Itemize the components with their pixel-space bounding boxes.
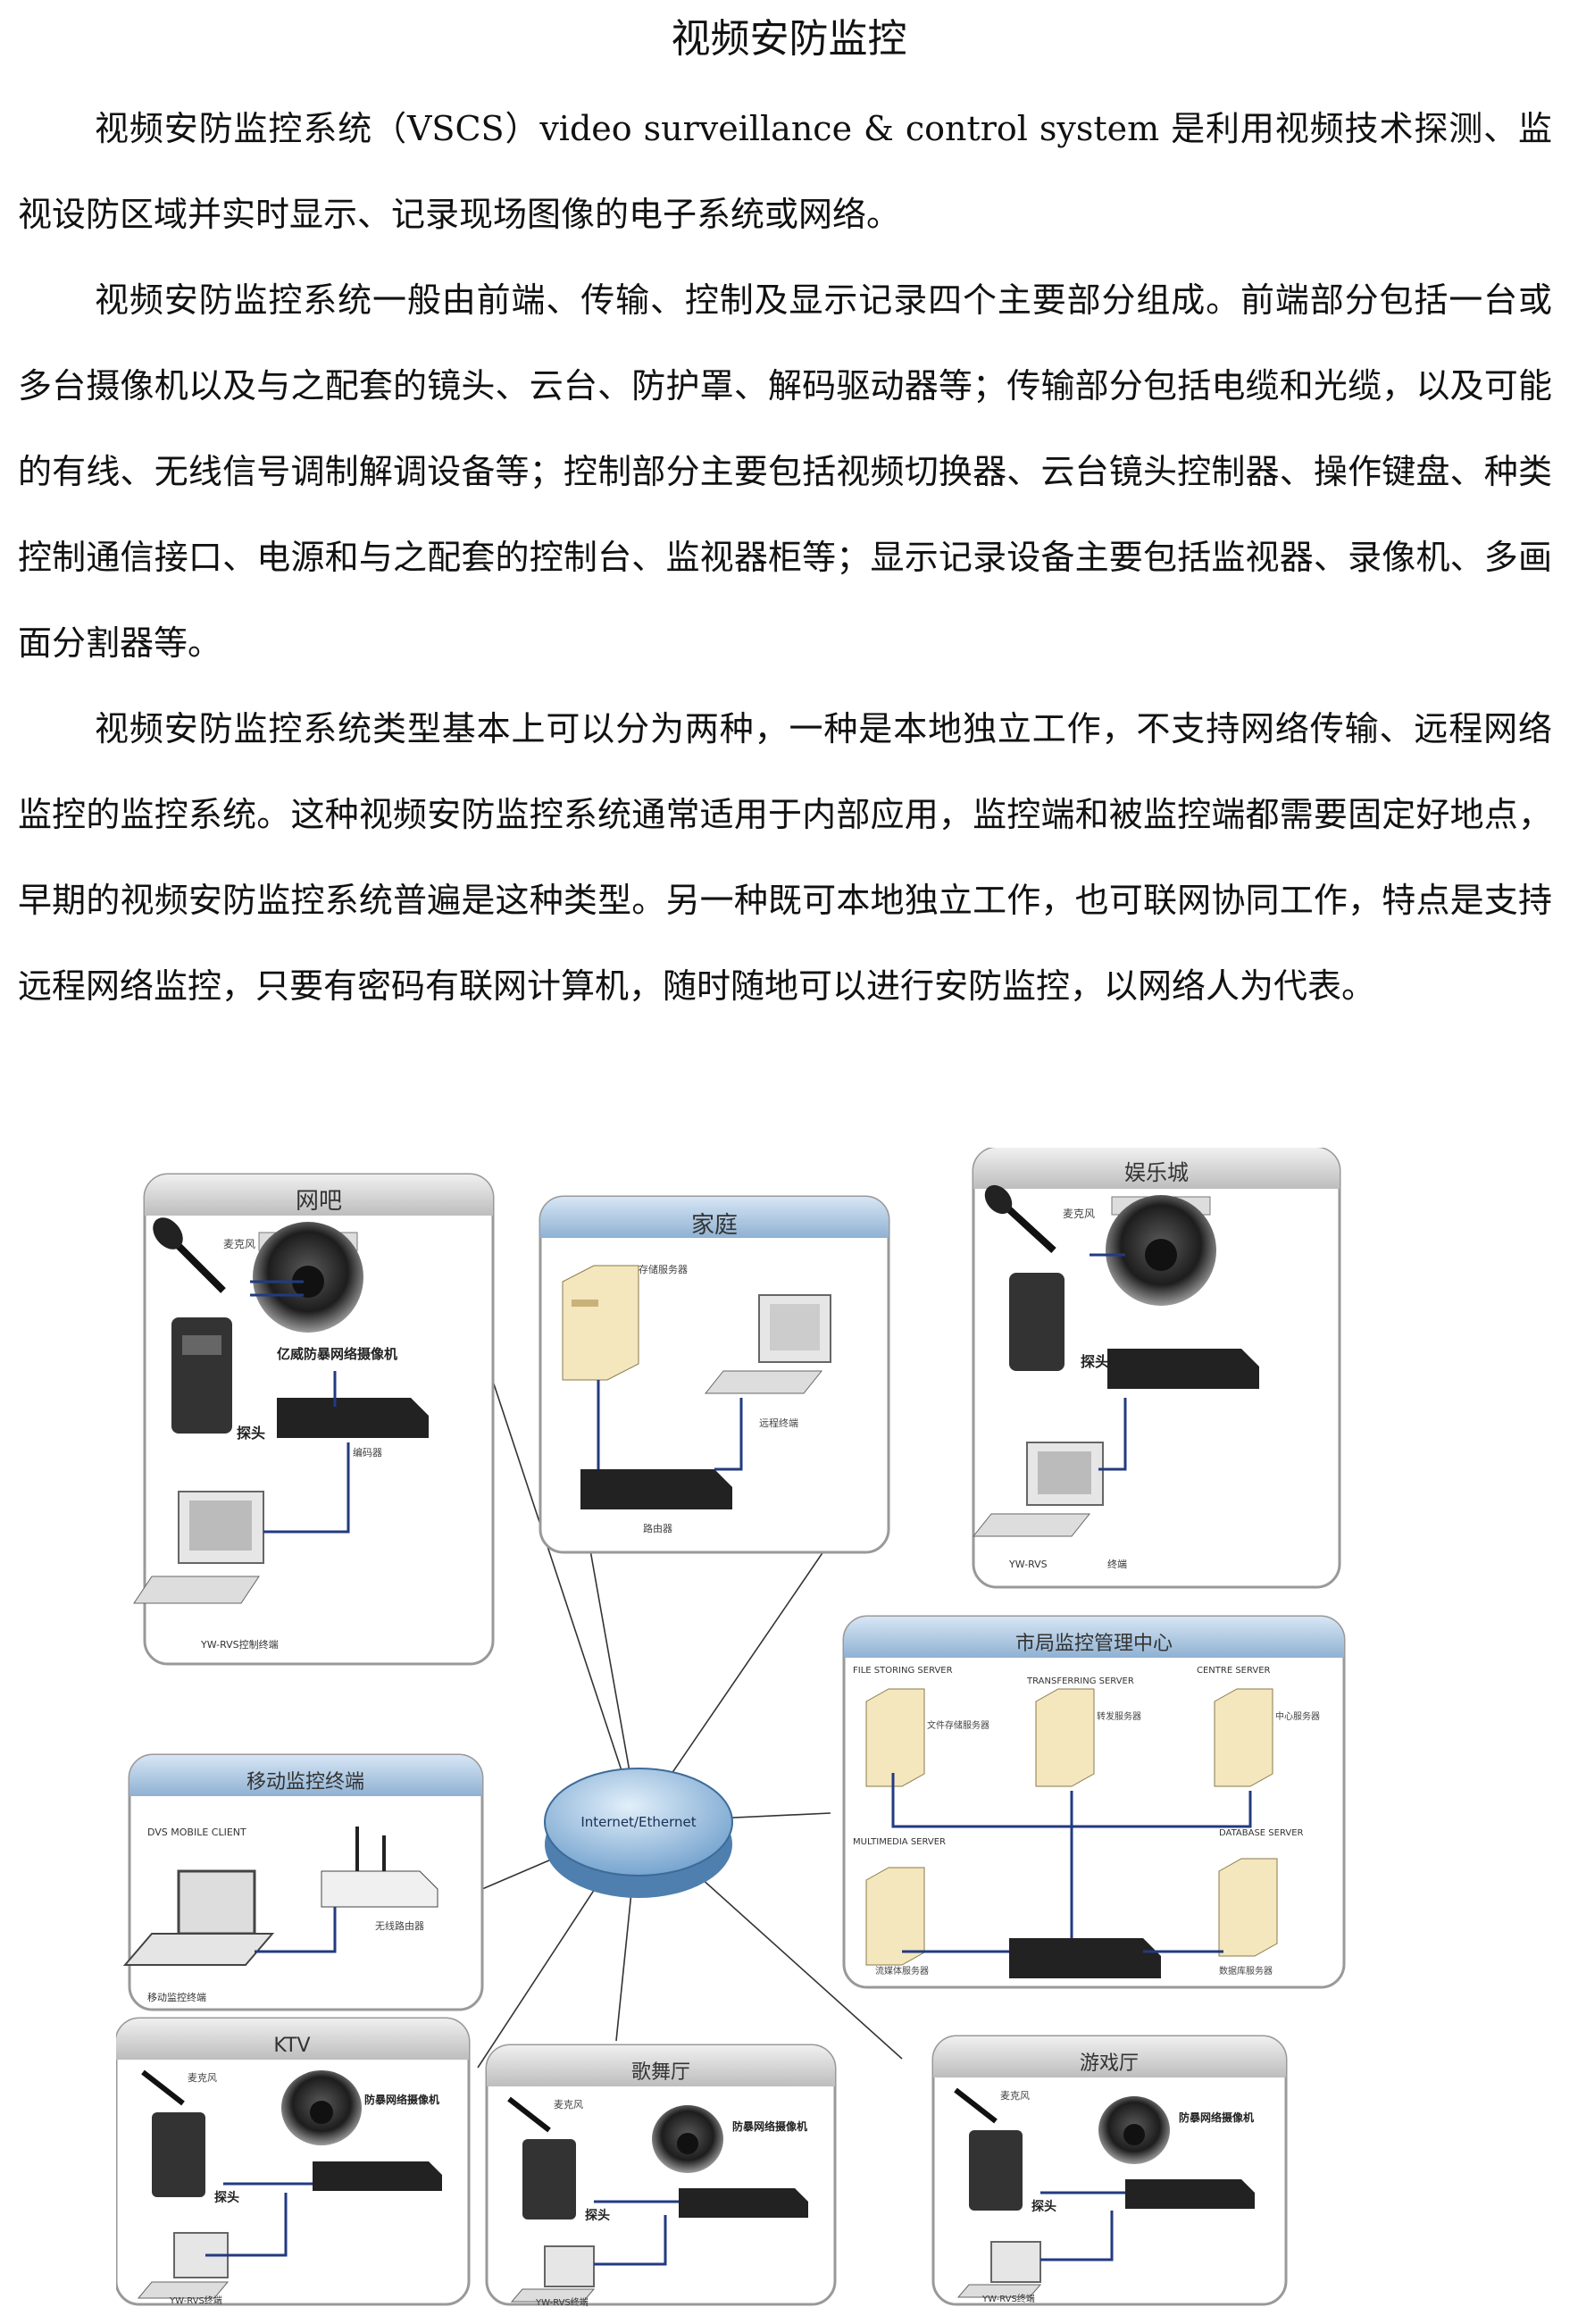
group-ktv: KTV 麦克风 防暴网络摄像机 探头 YW-RVS终端 — [116, 2017, 471, 2306]
computer-icon — [704, 1294, 831, 1394]
paragraph-definition: 视频安防监控系统（VSCS）video surveillance & contr… — [18, 109, 1552, 234]
center-centre-label: CENTRE SERVER — [1197, 1666, 1271, 1676]
center-mm-label: MULTIMEDIA SERVER — [853, 1837, 946, 1847]
netbar-title: 网吧 — [296, 1188, 342, 1215]
dome-camera-icon — [281, 2070, 362, 2145]
game-probe-label: 探头 — [1031, 2199, 1056, 2214]
mobile-client-label: DVS MOBILE CLIENT — [147, 1827, 246, 1838]
microphone-icon — [984, 1184, 1056, 1253]
center-db-cn-label: 数据库服务器 — [1219, 1965, 1273, 1977]
computer-icon — [972, 1442, 1104, 1537]
computer-icon — [133, 1491, 264, 1604]
microphone-icon — [141, 2069, 185, 2106]
probe-icon — [152, 2112, 205, 2197]
netbar-client-label: YW-RVS控制终端 — [200, 1638, 279, 1651]
center-transfer-cn-label: 转发服务器 — [1097, 1710, 1141, 1722]
wireless-router-icon — [321, 1827, 438, 1908]
page-title: 视频安防监控 — [671, 16, 907, 62]
center-transfer-label: TRANSFERRING SERVER — [1026, 1676, 1134, 1686]
club-client-label: YW-RVS — [1008, 1559, 1048, 1570]
encoder-icon — [679, 2188, 808, 2218]
switch-icon — [1009, 1938, 1161, 1978]
club-monitor-label: 终端 — [1107, 1558, 1127, 1570]
game-client-label: YW-RVS终端 — [981, 2293, 1035, 2304]
mobile-wireless-label: 无线路由器 — [375, 1919, 424, 1932]
internet-node: Internet/Ethernet — [544, 1768, 733, 1898]
dome-camera-icon — [1098, 2096, 1170, 2164]
encoder-icon — [313, 2161, 442, 2191]
group-netbar: 网吧 麦克风 亿威防暴网络摄像机 探头 编码器 YW-RVS控制终端 — [133, 1173, 495, 1666]
mobile-terminal-label: 移动监控终端 — [147, 1991, 206, 2003]
dome-camera-icon — [253, 1222, 363, 1333]
network-diagram: 网吧 麦克风 亿威防暴网络摄像机 探头 编码器 YW-RVS控制终端 家庭 存储… — [116, 1148, 1346, 2308]
laptop-icon — [122, 1869, 275, 1966]
home-title: 家庭 — [691, 1212, 738, 1239]
computer-icon — [956, 2241, 1042, 2298]
club-probe-label: 探头 — [1081, 1353, 1109, 1370]
group-home: 家庭 存储服务器 远程终端 路由器 — [539, 1195, 890, 1554]
probe-icon — [171, 1317, 232, 1434]
game-mic-label: 麦克风 — [1000, 2090, 1030, 2102]
home-client-label: 远程终端 — [759, 1417, 798, 1429]
dance-probe-label: 探头 — [585, 2208, 610, 2223]
probe-icon — [1009, 1273, 1065, 1371]
dance-mic-label: 麦克风 — [554, 2099, 583, 2111]
mobile-title: 移动监控终端 — [246, 1771, 364, 1793]
probe-icon — [969, 2130, 1023, 2211]
dome-camera-icon — [652, 2105, 723, 2173]
club-title: 娱乐城 — [1124, 1160, 1189, 1185]
dome-camera-icon — [1106, 1195, 1216, 1306]
ktv-client-label: YW-RVS终端 — [169, 2295, 222, 2306]
center-mm-cn-label: 流媒体服务器 — [875, 1965, 929, 1977]
center-file-label: FILE STORING SERVER — [853, 1666, 953, 1676]
computer-icon — [510, 2245, 596, 2303]
netbar-probe-label: 探头 — [237, 1425, 265, 1442]
internet-label: Internet/Ethernet — [580, 1814, 696, 1830]
paragraph-types: 视频安防监控系统类型基本上可以分为两种，一种是本地独立工作，不支持网络传输、远程… — [18, 709, 1552, 1006]
microphone-icon — [507, 2096, 551, 2133]
group-game: 游戏厅 麦克风 防暴网络摄像机 探头 YW-RVS终端 — [931, 2035, 1288, 2306]
server-icon — [1214, 1688, 1273, 1787]
encoder-icon — [1107, 1349, 1259, 1389]
ktv-probe-label: 探头 — [214, 2190, 239, 2205]
home-router-label: 路由器 — [643, 1522, 672, 1534]
encoder-icon — [277, 1398, 429, 1438]
netbar-camera-label: 亿威防暴网络摄像机 — [277, 1346, 397, 1362]
ktv-camera-label: 防暴网络摄像机 — [364, 2093, 439, 2106]
netbar-encoder-label: 编码器 — [353, 1446, 382, 1459]
server-icon — [1218, 1858, 1278, 1957]
microphone-icon — [153, 1217, 226, 1293]
center-db-label: DATABASE SERVER — [1219, 1828, 1304, 1838]
center-file-cn-label: 文件存储服务器 — [927, 1719, 989, 1731]
probe-icon — [522, 2139, 576, 2220]
center-centre-cn-label: 中心服务器 — [1275, 1710, 1320, 1722]
home-storage-label: 存储服务器 — [639, 1263, 688, 1275]
paragraph-components: 视频安防监控系统一般由前端、传输、控制及显示记录四个主要部分组成。前端部分包括一… — [18, 280, 1552, 663]
group-center: 市局监控管理中心 FILE STORING SERVER TRANSFERRIN… — [842, 1615, 1346, 1989]
dance-title: 歌舞厅 — [631, 2061, 690, 2084]
group-dance: 歌舞厅 麦克风 防暴网络摄像机 探头 YW-RVS终端 — [485, 2044, 837, 2308]
game-camera-label: 防暴网络摄像机 — [1179, 2111, 1254, 2124]
encoder-icon — [1125, 2179, 1255, 2209]
server-icon — [1035, 1688, 1095, 1787]
ktv-title: KTV — [273, 2035, 310, 2057]
group-mobile: 移动监控终端 DVS MOBILE CLIENT 无线路由器 移动监控终端 — [122, 1753, 484, 2011]
dance-camera-label: 防暴网络摄像机 — [732, 2119, 807, 2133]
microphone-icon — [954, 2087, 998, 2124]
club-mic-label: 麦克风 — [1063, 1208, 1095, 1220]
netbar-mic-label: 麦克风 — [223, 1238, 255, 1250]
router-icon — [580, 1469, 732, 1509]
center-title: 市局监控管理中心 — [1015, 1633, 1173, 1655]
dance-client-label: YW-RVS终端 — [535, 2296, 589, 2308]
game-title: 游戏厅 — [1080, 2052, 1139, 2075]
server-icon — [865, 1688, 925, 1787]
group-club: 娱乐城 麦克风 探头 YW-RVS 终端 — [972, 1148, 1341, 1589]
server-icon — [562, 1265, 639, 1381]
ktv-mic-label: 麦克风 — [188, 2072, 217, 2084]
